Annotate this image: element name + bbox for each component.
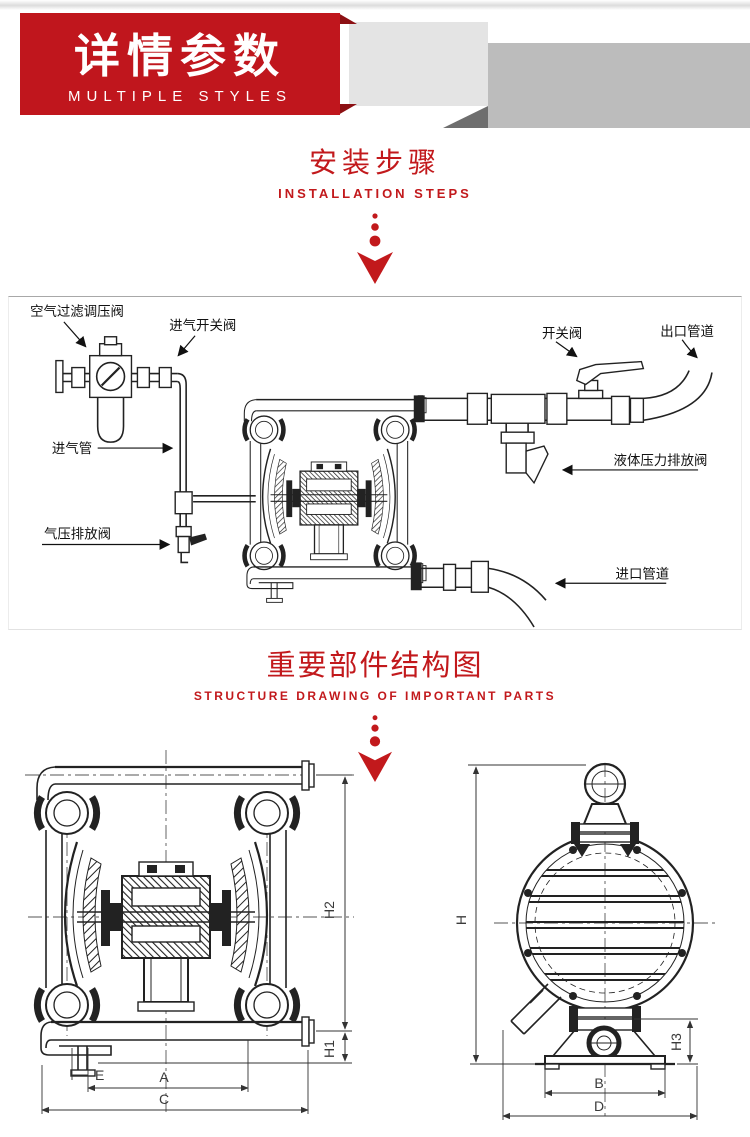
- install-section-header: 安装步骤 INSTALLATION STEPS: [0, 141, 750, 290]
- inlet-piping-drawing: [419, 560, 547, 628]
- ribbon-fold-red-bottom: [338, 104, 357, 115]
- banner-red-box: [20, 13, 340, 115]
- dim-h1: H1: [321, 1040, 337, 1058]
- ribbon-band: [488, 43, 750, 128]
- dim-c: C: [159, 1091, 169, 1107]
- label-air-discharge-valve: 气压排放阀: [44, 527, 111, 542]
- dim-h: H: [453, 915, 469, 925]
- ribbon-light-panel: [349, 22, 488, 106]
- ribbon-fold-red-top: [338, 13, 357, 24]
- banner: 详情参数 MULTIPLE STYLES: [0, 0, 750, 132]
- outlet-piping-drawing: [419, 360, 713, 485]
- label-switch-valve: 开关阀: [542, 326, 582, 341]
- dim-h3: H3: [668, 1033, 684, 1051]
- label-liquid-discharge-valve: 液体压力排放阀: [614, 453, 708, 468]
- install-section-title: 安装步骤: [308, 147, 441, 178]
- rim-bolts: [524, 846, 686, 1000]
- air-filter-regulator-drawing: [55, 336, 178, 443]
- ball-valve-handle: [575, 360, 645, 386]
- structure-drawings: H2 H1 E A C: [0, 630, 750, 1137]
- chamber-ribs: [526, 869, 684, 981]
- banner-title: 详情参数: [74, 30, 286, 82]
- air-valve-lever: [189, 533, 208, 546]
- dim-a: A: [159, 1069, 169, 1085]
- structure-section-subtitle: STRUCTURE DRAWING OF IMPORTANT PARTS: [193, 689, 557, 703]
- banner-ribbon-graphic: 详情参数 MULTIPLE STYLES: [20, 13, 750, 128]
- dim-e: E: [95, 1067, 104, 1083]
- label-intake-pipe: 进气管: [52, 441, 92, 456]
- pump-side-view-drawing: H H3 B D: [453, 762, 716, 1120]
- down-arrowhead-icon: [357, 751, 393, 783]
- pump-front-view-drawing: H2 H1 E A C: [25, 750, 354, 1114]
- dim-b: B: [594, 1075, 603, 1091]
- down-arrow-decoration: [357, 715, 393, 783]
- dim-h2: H2: [321, 901, 337, 919]
- structure-section-title: 重要部件结构图: [266, 650, 484, 682]
- down-arrowhead-icon: [357, 252, 393, 284]
- label-air-filter-regulator: 空气过滤调压阀: [30, 304, 124, 319]
- liquid-drain-valve-spout: [525, 445, 549, 485]
- structure-section-header: 重要部件结构图 STRUCTURE DRAWING OF IMPORTANT P…: [0, 642, 750, 788]
- pump-front-view-small: [244, 396, 426, 603]
- dim-d: D: [594, 1098, 604, 1114]
- banner-subtitle: MULTIPLE STYLES: [68, 88, 292, 105]
- label-intake-switch-valve: 进气开关阀: [169, 318, 236, 333]
- top-gradient-strip: [0, 0, 750, 10]
- intake-pipe-drawing: [174, 372, 256, 564]
- down-arrow-decoration: [357, 213, 393, 284]
- label-outlet-pipe: 出口管道: [660, 324, 714, 339]
- installation-diagram: 空气过滤调压阀 进气开关阀 进气管 气压排放阀 开关阀 出口管道 液体压力排放阀…: [8, 296, 742, 630]
- install-section-subtitle: INSTALLATION STEPS: [278, 186, 472, 201]
- ribbon-fold-gray: [443, 106, 488, 128]
- label-inlet-pipe: 进口管道: [616, 566, 670, 581]
